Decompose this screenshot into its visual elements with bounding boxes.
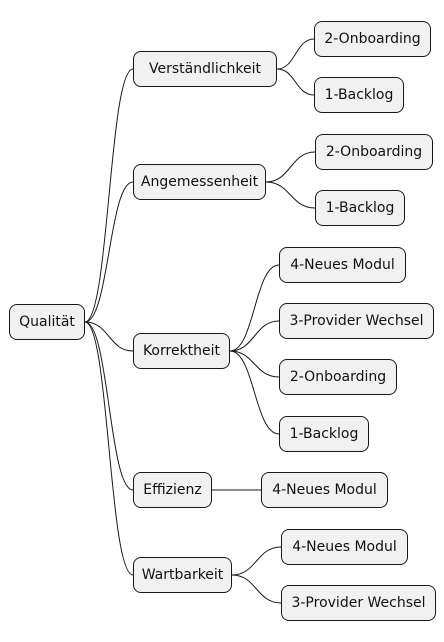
root-branch-connector	[84, 181, 134, 323]
branch-leaf-connector	[229, 350, 280, 435]
leaf-node: 2-Onboarding	[314, 21, 431, 57]
root-branch-connector	[84, 321, 134, 491]
leaf-node: 2-Onboarding	[279, 359, 397, 395]
root-branch-connector	[84, 68, 134, 323]
leaf-node: 4-Neues Modul	[261, 472, 388, 508]
root-node: Qualität	[9, 304, 85, 340]
root-branch-connector	[84, 321, 134, 352]
branch-node-angemessenheit: Angemessenheit	[133, 164, 266, 200]
leaf-node: 4-Neues Modul	[279, 247, 406, 283]
branch-leaf-connector	[231, 546, 282, 576]
leaf-node: 4-Neues Modul	[281, 529, 408, 565]
branch-leaf-connector	[265, 151, 316, 183]
branch-leaf-connector	[229, 350, 280, 378]
branch-leaf-connector	[229, 264, 280, 352]
branch-leaf-connector	[229, 320, 280, 352]
leaf-node: 1-Backlog	[314, 77, 404, 113]
leaf-node: 3-Provider Wechsel	[281, 585, 436, 621]
leaf-node: 1-Backlog	[279, 416, 369, 452]
branch-leaf-connector	[231, 574, 282, 604]
branch-node-verstaendlichkeit: Verständlichkeit	[133, 51, 277, 87]
branch-leaf-connector	[276, 68, 315, 96]
branch-leaf-connector	[265, 181, 316, 209]
branch-node-effizienz: Effizienz	[133, 472, 212, 508]
root-branch-connector	[84, 321, 134, 576]
branch-leaf-connector	[276, 38, 315, 70]
leaf-node: 2-Onboarding	[315, 134, 433, 170]
leaf-node: 1-Backlog	[315, 190, 405, 226]
branch-node-wartbarkeit: Wartbarkeit	[133, 557, 232, 593]
branch-node-korrektheit: Korrektheit	[133, 333, 230, 369]
leaf-node: 3-Provider Wechsel	[279, 303, 434, 339]
